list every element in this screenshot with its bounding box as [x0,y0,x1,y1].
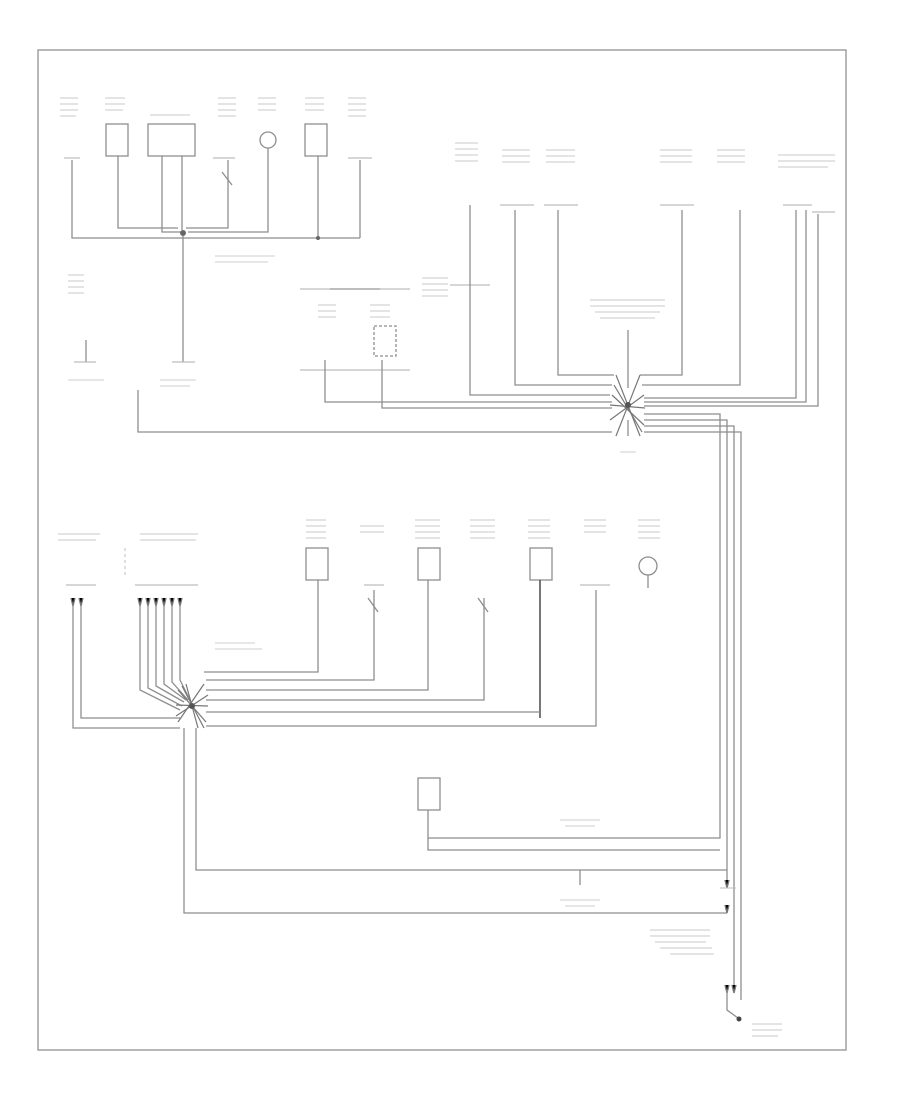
wire [644,210,797,399]
wire [644,419,728,880]
wire [427,810,720,851]
wire [161,156,182,233]
wire [644,210,807,403]
lamp-symbol [259,131,277,149]
inline-component-labels [318,277,665,319]
component-box [417,547,441,581]
wire [179,606,191,701]
wire [206,580,429,691]
wire [139,606,181,711]
wire [381,360,612,409]
wire [186,160,229,229]
wire [206,590,375,681]
wire [137,390,612,433]
wire [640,210,683,376]
diagram-frame [37,49,847,1051]
left-component-labels [68,274,84,294]
wire [171,606,189,701]
ground-description [650,929,782,1037]
splice-point [625,402,631,408]
ground-point [650,879,782,1037]
wire [155,606,185,703]
switch-symbol [221,171,233,186]
wire [644,214,819,407]
wire [206,590,597,727]
wire [147,606,183,707]
wire [71,160,360,239]
switch-symbol [367,597,379,613]
wire [195,728,727,871]
component-box [304,123,328,157]
connector-pins [70,597,183,607]
top-left-component-labels [60,97,366,117]
wire [183,728,727,914]
right-cluster [137,142,835,1000]
wire [428,413,721,839]
wire [188,148,269,233]
splice-point [316,236,320,240]
lamp-symbol [638,556,658,576]
component-box [105,123,129,157]
wire [514,210,612,386]
component-box [305,547,329,581]
wire [642,210,741,386]
wire [324,360,612,403]
inline-connector [373,325,397,357]
wire [80,606,180,719]
wire [204,580,319,673]
wire [117,156,178,229]
switch-symbol [477,597,489,613]
top-left-cluster [60,97,372,387]
component-box [417,777,441,811]
wire [469,205,610,396]
wire [72,606,180,729]
wire [726,990,739,1019]
bottom-component-labels [58,519,660,541]
bottom-cluster [58,519,727,914]
wire [644,425,735,990]
right-component-labels [455,142,835,168]
wire [206,598,485,701]
wire [163,606,187,701]
splice-point [189,703,195,709]
component-box [529,547,553,581]
wire [557,210,614,376]
splice-point [180,230,186,236]
component-box [147,123,196,157]
ground-symbol [736,1016,742,1022]
wire [644,431,742,1000]
